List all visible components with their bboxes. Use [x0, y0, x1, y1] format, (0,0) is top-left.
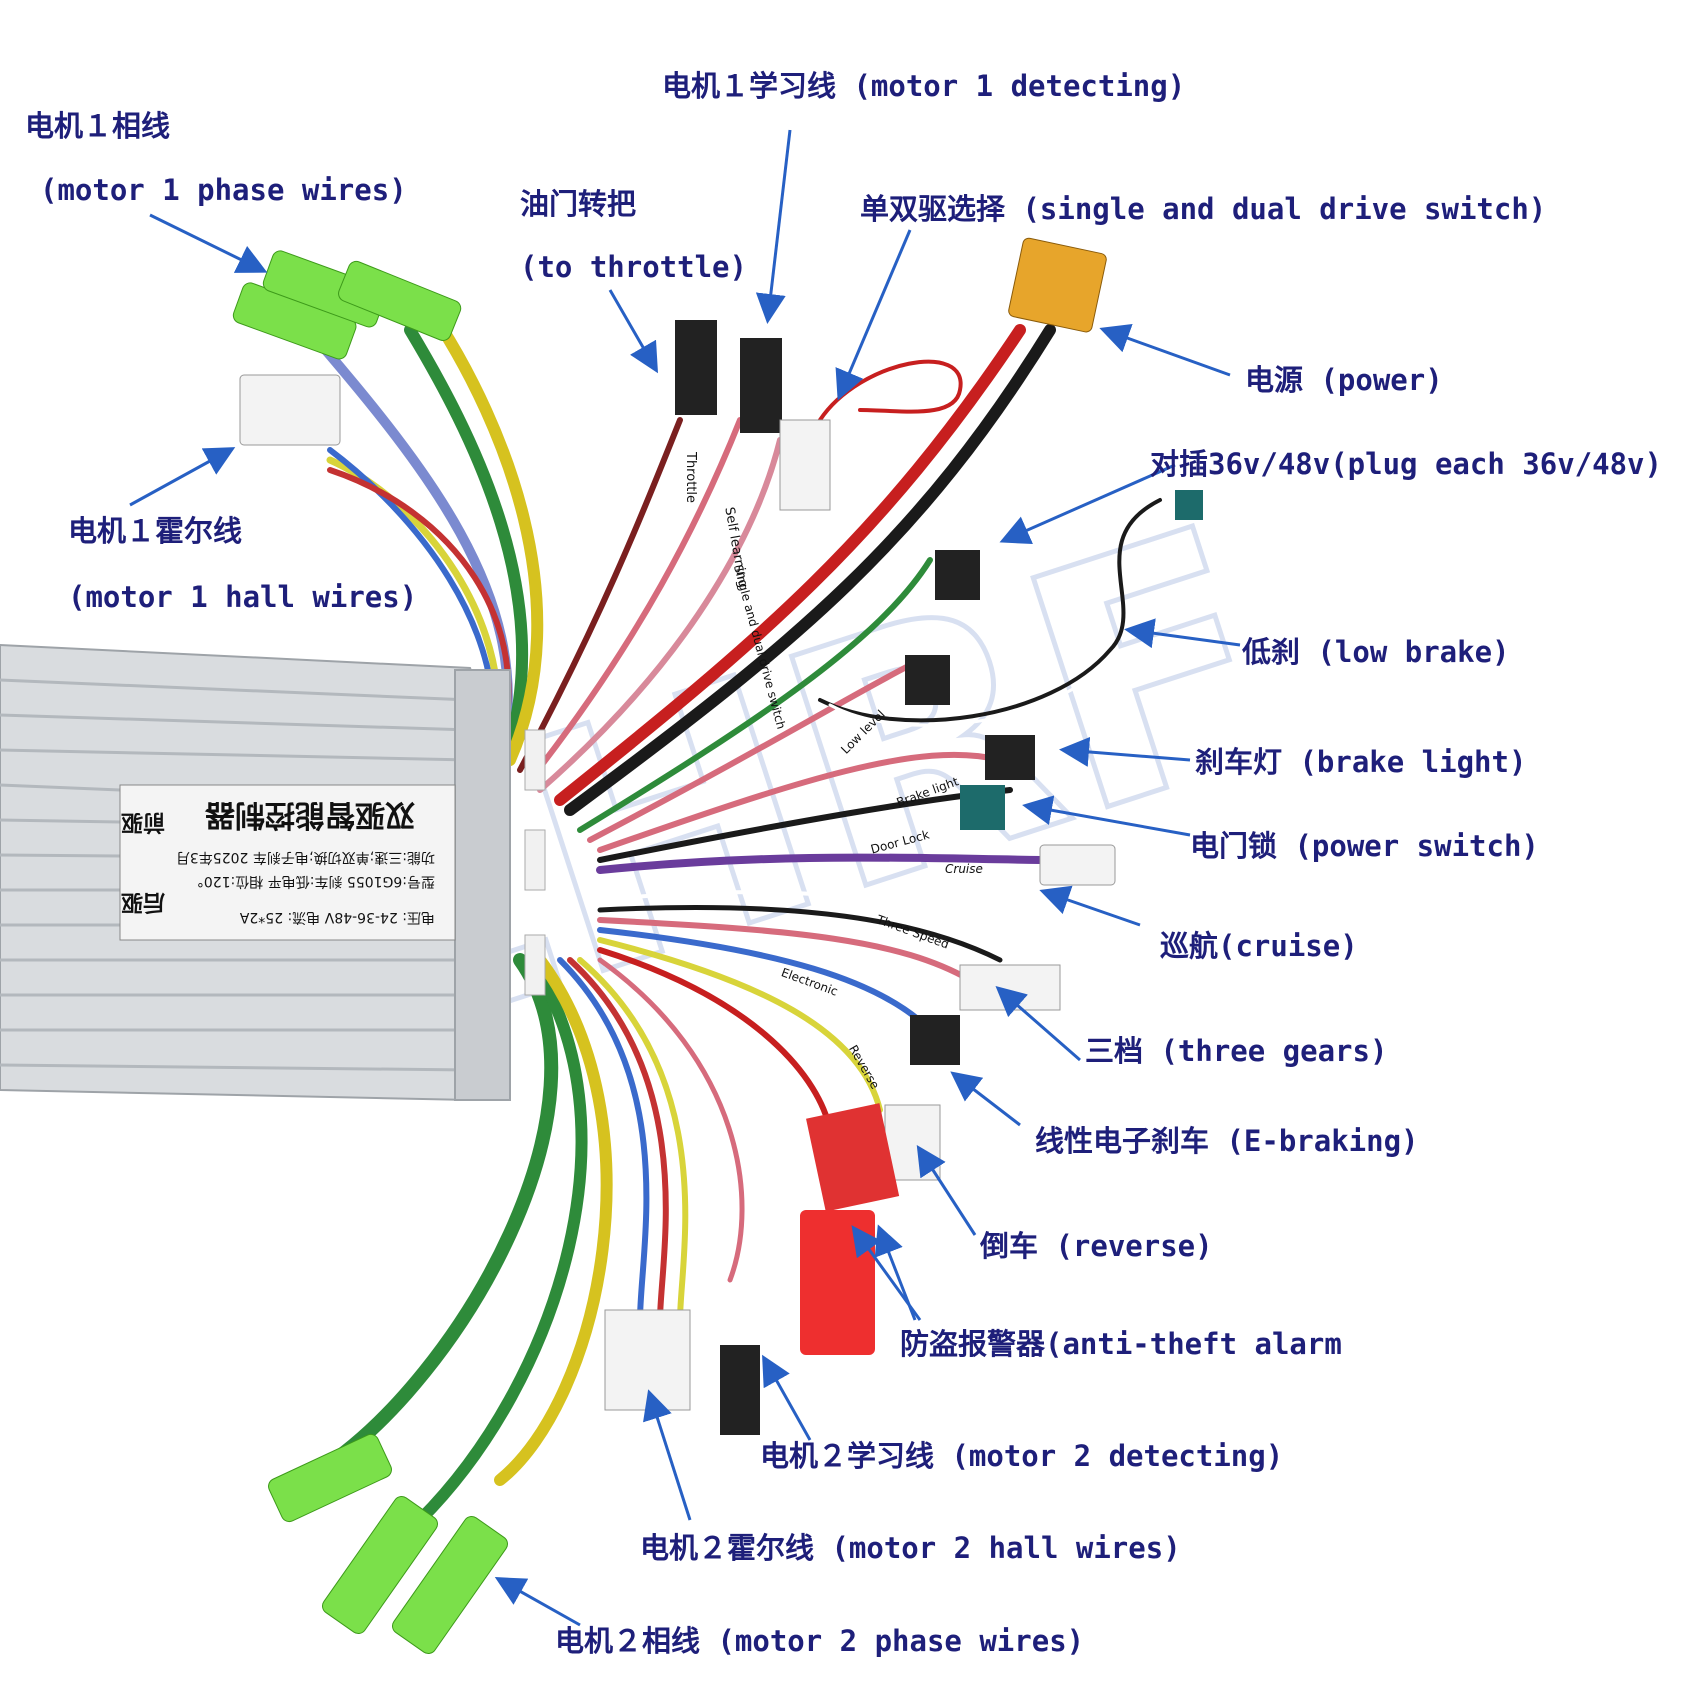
alarm-connector — [806, 1103, 900, 1212]
label-throttle-en: (to throttle) — [520, 250, 747, 284]
plate-line3: 功能:三速;单双切换;电子刹车 2025年3月 — [175, 849, 435, 865]
label-motor1-hall-en: (motor 1 hall wires) — [68, 580, 418, 614]
label-anti-theft: 防盗报警器(anti-theft alarm — [900, 1327, 1342, 1361]
tag-cruise: Cruise — [945, 862, 983, 876]
cruise-connector — [1039, 844, 1116, 886]
power-connector — [1008, 237, 1107, 333]
motor2-phase-connector — [322, 1495, 438, 1635]
electronic-connector — [910, 1015, 960, 1065]
label-plug-each: 对插36v/48v(plug each 36v/48v) — [1150, 447, 1662, 481]
label-motor1-phase-en: (motor 1 phase wires) — [40, 173, 407, 207]
motor1-hall-connector — [239, 374, 341, 446]
label-motor2-hall: 电机２霍尔线 (motor 2 hall wires) — [640, 1531, 1181, 1565]
tag-throttle: Throttle — [683, 452, 698, 503]
plate-title: 双驱智能控制器 — [205, 797, 415, 832]
label-motor1-hall-cn: 电机１霍尔线 — [68, 514, 243, 548]
motor1-phase-connector — [338, 260, 462, 341]
plate-line2: 型号:6G1055 刹车:低电平 相位:120° — [196, 873, 435, 889]
label-throttle-cn: 油门转把 — [520, 187, 637, 221]
label-e-braking: 线性电子刹车 (E-braking) — [1035, 1124, 1419, 1158]
upper-wire-bundle — [295, 315, 1162, 874]
drive-switch-connector — [779, 419, 831, 511]
throttle-connector — [675, 320, 717, 415]
plate-line1: 电压: 24-36-48V 电流: 25*2A — [239, 909, 435, 925]
controller-plate: 双驱智能控制器 电压: 24-36-48V 电流: 25*2A 型号:6G105… — [120, 785, 455, 940]
motor1-detect-connector — [740, 338, 782, 433]
door-lock-connector — [960, 785, 1005, 830]
label-motor1-detecting: 电机１学习线 (motor 1 detecting) — [662, 69, 1186, 103]
alarm-connector — [800, 1210, 875, 1355]
three-speed-connector — [959, 964, 1061, 1011]
label-cruise: 巡航(cruise) — [1160, 929, 1358, 963]
label-motor1-phase-cn: 电机１相线 — [25, 109, 171, 143]
low-level-connector — [935, 550, 980, 600]
motor2-phase-connector — [392, 1515, 508, 1655]
plate-side-right: 前驱 — [120, 809, 165, 834]
label-low-brake: 低刹 (low brake) — [1242, 635, 1510, 669]
label-three-gears: 三档 (three gears) — [1085, 1034, 1388, 1068]
label-motor2-phase: 电机２相线 (motor 2 phase wires) — [555, 1624, 1085, 1658]
brake-light-connector — [985, 735, 1035, 780]
pointer-arrows — [129, 129, 1241, 1627]
motor2-hall-connector — [604, 1309, 691, 1411]
label-reverse: 倒车 (reverse) — [980, 1229, 1213, 1263]
lower-wire-bundle — [313, 890, 1012, 1526]
low-brake-connector — [1175, 490, 1203, 520]
motor2-detect-connector — [720, 1345, 760, 1435]
low-level-connector — [905, 655, 950, 705]
label-motor2-detecting: 电机２学习线 (motor 2 detecting) — [760, 1439, 1284, 1473]
label-power: 电源 (power) — [1245, 363, 1443, 397]
label-brake-light: 刹车灯 (brake light) — [1195, 745, 1527, 779]
label-power-switch: 电门锁 (power switch) — [1190, 829, 1539, 863]
motor2-phase-connector — [268, 1433, 392, 1523]
label-drive-switch: 单双驱选择 (single and dual drive switch) — [860, 192, 1547, 226]
controller-housing — [0, 643, 546, 1102]
plate-side-left: 后驱 — [120, 889, 165, 914]
